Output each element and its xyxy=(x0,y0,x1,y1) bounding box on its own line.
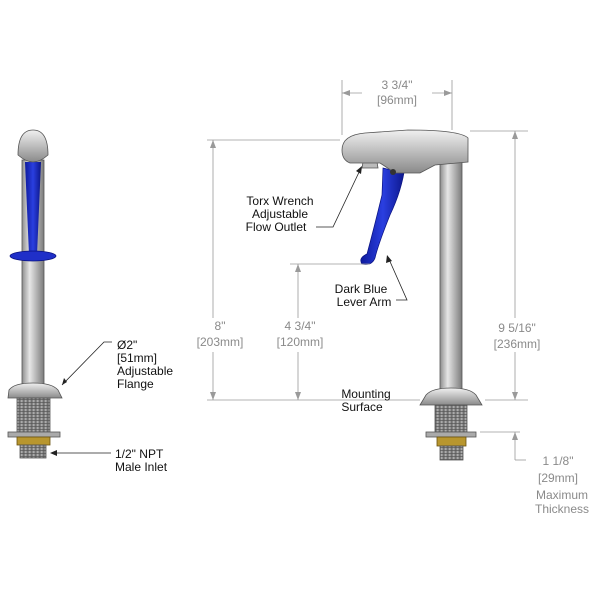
svg-text:Adjustable: Adjustable xyxy=(117,364,173,378)
svg-text:Flow Outlet: Flow Outlet xyxy=(246,220,307,234)
front-washer xyxy=(425,431,477,438)
svg-text:Male Inlet: Male Inlet xyxy=(115,460,168,474)
front-nut xyxy=(436,436,467,447)
front-thread-end xyxy=(439,445,464,461)
front-lever xyxy=(360,165,406,265)
thickness-dimension: 1 1/8" [29mm] Maximum Thickness xyxy=(480,431,589,516)
front-head xyxy=(341,129,469,174)
side-flange xyxy=(7,382,63,399)
svg-text:3 3/4": 3 3/4" xyxy=(382,78,413,92)
lever-pivot xyxy=(390,169,396,175)
svg-text:Torx Wrench: Torx Wrench xyxy=(246,194,313,208)
side-lever-ring xyxy=(9,250,57,262)
svg-text:[96mm]: [96mm] xyxy=(377,93,417,107)
outlet-height-dimension: 8" [203mm] xyxy=(197,139,420,401)
svg-text:Adjustable: Adjustable xyxy=(252,207,308,221)
side-lever xyxy=(25,162,41,255)
side-washer xyxy=(7,431,61,438)
lever-callout: Dark Blue Lever Arm xyxy=(335,255,408,309)
svg-text:[29mm]: [29mm] xyxy=(538,471,578,485)
svg-text:[51mm]: [51mm] xyxy=(117,351,157,365)
side-thread-end xyxy=(19,444,47,459)
svg-text:Ø2": Ø2" xyxy=(117,338,137,352)
lever-height-dimension: 4 3/4" [120mm] xyxy=(277,263,370,400)
svg-text:Flange: Flange xyxy=(117,377,154,391)
svg-text:9 5/16": 9 5/16" xyxy=(498,321,536,335)
svg-text:Surface: Surface xyxy=(341,400,383,414)
svg-text:4 3/4": 4 3/4" xyxy=(285,319,316,333)
side-nut xyxy=(16,436,51,446)
side-view-faucet xyxy=(7,129,63,459)
svg-text:Mounting: Mounting xyxy=(341,387,390,401)
front-view-faucet xyxy=(341,129,483,461)
svg-text:Thickness: Thickness xyxy=(535,502,589,516)
front-flange xyxy=(419,387,483,406)
front-thread xyxy=(434,404,468,433)
svg-text:Dark Blue: Dark Blue xyxy=(335,282,388,296)
svg-text:[120mm]: [120mm] xyxy=(277,335,324,349)
svg-text:8": 8" xyxy=(215,319,226,333)
inlet-callout: 1/2" NPT Male Inlet xyxy=(50,447,168,474)
svg-text:1/2" NPT: 1/2" NPT xyxy=(115,447,164,461)
mounting-surface-label: Mounting Surface xyxy=(341,387,390,414)
flange-callout: Ø2" [51mm] Adjustable Flange xyxy=(61,338,173,391)
front-pipe xyxy=(439,159,463,391)
svg-text:Lever Arm: Lever Arm xyxy=(337,295,392,309)
svg-text:[236mm]: [236mm] xyxy=(494,337,541,351)
svg-text:[203mm]: [203mm] xyxy=(197,335,244,349)
total-height-dimension: 9 5/16" [236mm] xyxy=(470,130,541,401)
side-head xyxy=(17,129,49,163)
svg-text:1 1/8": 1 1/8" xyxy=(543,454,574,468)
side-thread xyxy=(16,397,51,433)
width-dimension: 3 3/4" [96mm] xyxy=(341,78,453,135)
outlet-callout: Torx Wrench Adjustable Flow Outlet xyxy=(246,166,362,234)
svg-text:Maximum: Maximum xyxy=(536,488,588,502)
